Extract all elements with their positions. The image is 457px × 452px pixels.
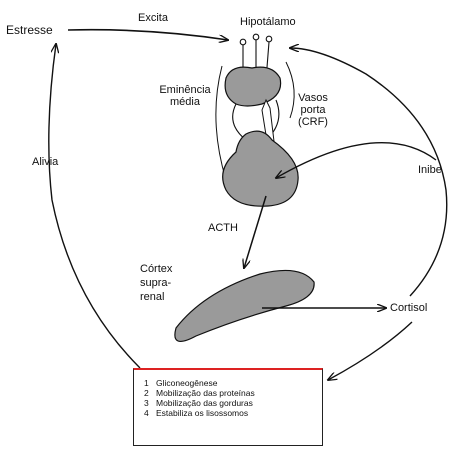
adrenal-cortex-shape <box>175 270 314 341</box>
acth-label: ACTH <box>208 222 238 234</box>
median-eminence-line2: média <box>170 96 200 108</box>
cortex-line1: Córtex <box>140 263 172 275</box>
excites-label: Excita <box>138 12 168 24</box>
portal-vessels-line2: porta <box>300 104 325 116</box>
acth-arrow <box>244 196 266 268</box>
inhibits-pituitary-arrow <box>276 143 436 178</box>
median-eminence-shape <box>225 67 281 106</box>
excites-arrow <box>68 30 228 40</box>
portal-vessels-line3: (CRF) <box>298 116 328 128</box>
portal-vessels-label: Vasos porta (CRF) <box>290 92 336 128</box>
pituitary-shape <box>223 131 298 206</box>
median-eminence-label: Eminência média <box>150 84 220 108</box>
median-eminence-line1: Eminência <box>159 84 210 96</box>
hypothalamus-label: Hipotálamo <box>240 16 296 28</box>
cortex-line2: supra- <box>140 277 171 289</box>
inhibits-label: Inibe <box>418 164 442 176</box>
adrenal-cortex-label: Córtex supra- renal <box>140 262 172 304</box>
stress-label: Estresse <box>6 24 53 36</box>
portal-vessels-line1: Vasos <box>298 92 328 104</box>
cortisol-label: Cortisol <box>390 302 427 314</box>
cortex-line3: renal <box>140 291 164 303</box>
relieves-label: Alivia <box>32 156 58 168</box>
effects-arrow <box>328 322 412 380</box>
relieves-arrow <box>49 44 140 368</box>
